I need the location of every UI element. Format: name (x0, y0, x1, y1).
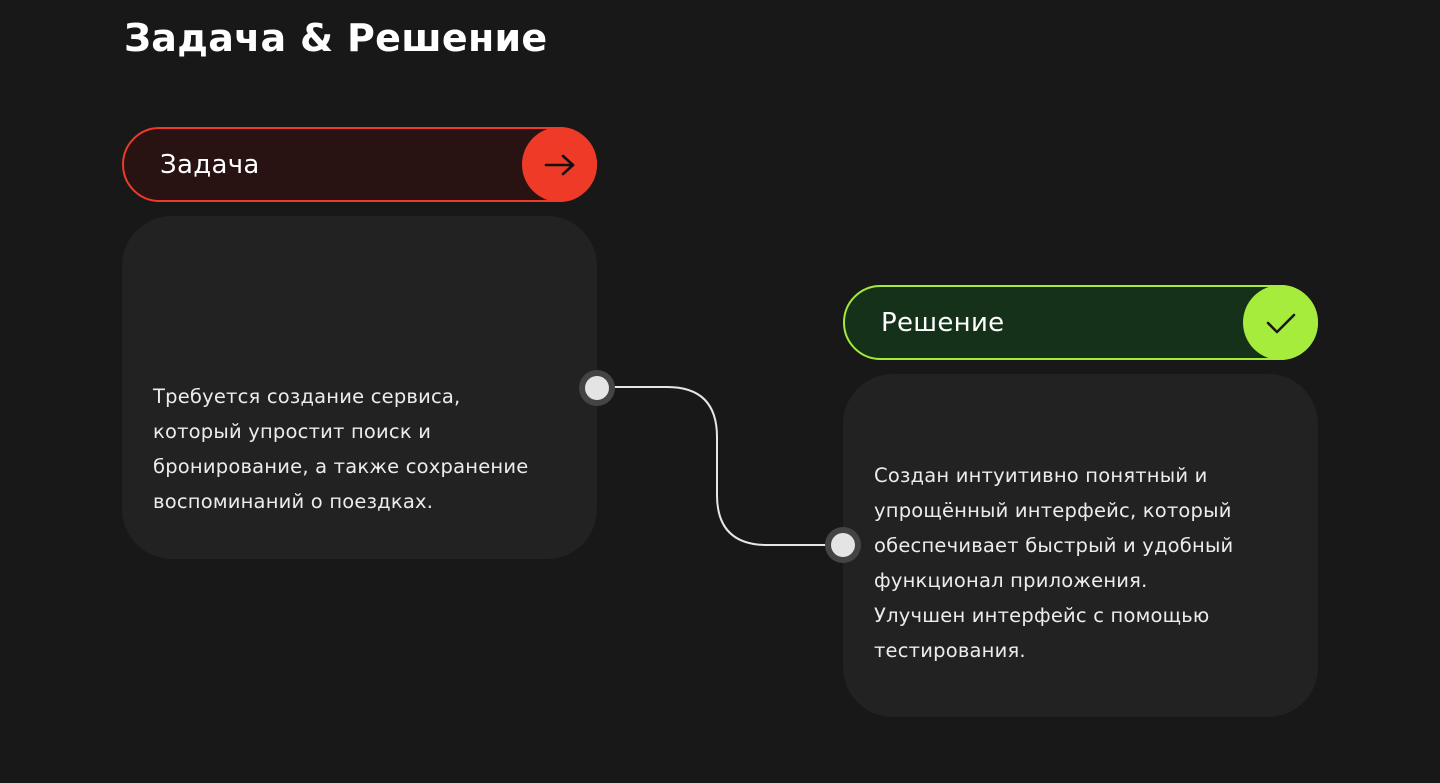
solution-header-pill: Решение (843, 285, 1318, 360)
solution-line: упрощённый интерфейс, который (874, 499, 1232, 522)
solution-line: Улучшен интерфейс с помощью (874, 604, 1210, 627)
solution-label: Решение (881, 307, 1005, 338)
check-icon (1266, 313, 1295, 333)
task-line: который упростит поиск и (153, 420, 432, 443)
solution-line: обеспечивает быстрый и удобный (874, 534, 1234, 557)
solution-card: Создан интуитивно понятный и упрощённый … (843, 374, 1318, 717)
task-arrow-button[interactable] (522, 127, 597, 202)
connector-line (597, 386, 843, 546)
solution-line: функционал приложения. (874, 569, 1148, 592)
solution-check-button[interactable] (1243, 285, 1318, 360)
task-card: Требуется создание сервиса, который упро… (122, 216, 597, 559)
task-label: Задача (160, 149, 260, 180)
solution-line: Создан интуитивно понятный и (874, 464, 1208, 487)
task-line: воспоминаний о поездках. (153, 490, 434, 513)
task-header-pill: Задача (122, 127, 597, 202)
task-line: бронирование, а также сохранение (153, 455, 529, 478)
solution-line: тестирования. (874, 639, 1026, 662)
page-title: Задача & Решение (124, 16, 548, 60)
task-description: Требуется создание сервиса, который упро… (153, 379, 583, 519)
solution-description: Создан интуитивно понятный и упрощённый … (874, 458, 1304, 668)
task-line: Требуется создание сервиса, (153, 385, 461, 408)
arrow-right-icon (544, 154, 574, 175)
